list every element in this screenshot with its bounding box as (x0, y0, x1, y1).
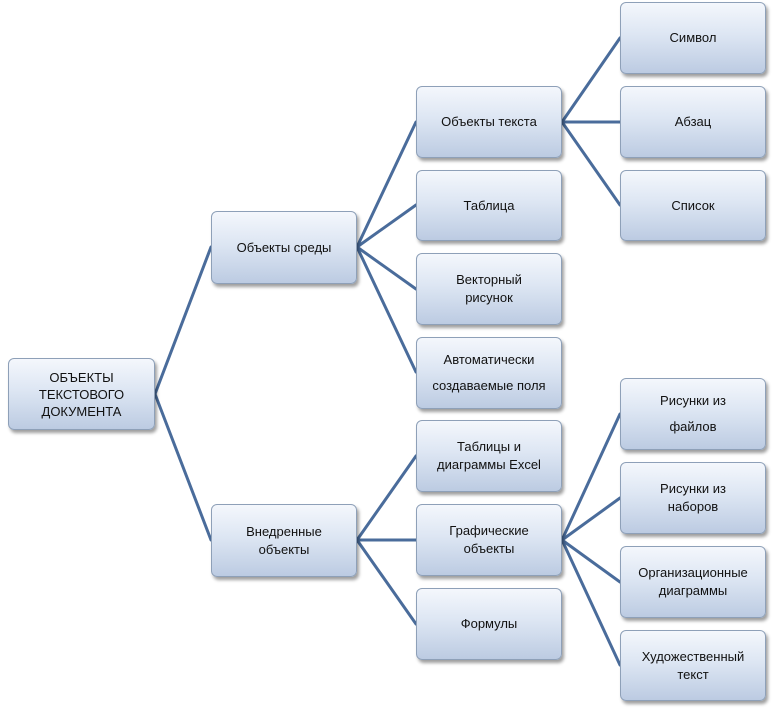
node-org-charts-label: Организационные диаграммы (638, 565, 748, 598)
connector-graf-hud (560, 538, 622, 667)
connector-sreda-tablica (355, 203, 418, 249)
connector-sreda-vektor (355, 245, 418, 291)
node-vector-drawing: Векторный рисунок (416, 253, 562, 325)
node-root-label: ОБЪЕКТЫ ТЕКСТОВОГО ДОКУМЕНТА (38, 369, 125, 419)
connector-sreda-avto (355, 245, 418, 374)
node-excel-tables-charts: Таблицы и диаграммы Excel (416, 420, 562, 492)
node-root-text-document-objects: ОБЪЕКТЫ ТЕКСТОВОГО ДОКУМЕНТА (8, 358, 155, 430)
connector-sreda-teksta (355, 120, 418, 249)
connector-graf-org (560, 538, 622, 584)
node-formulas-label: Формулы (460, 616, 518, 631)
node-symbol: Символ (620, 2, 766, 74)
node-environment-objects-label: Объекты среды (236, 239, 332, 255)
connector-vnedr-excel (355, 454, 418, 542)
node-table: Таблица (416, 170, 562, 241)
node-artistic-text: Художественный текст (620, 630, 766, 701)
connector-vnedr-formuly (355, 538, 418, 626)
node-embedded-objects: Внедренные объекты (211, 504, 357, 577)
node-auto-fields: Автоматически создаваемые поля (416, 337, 562, 409)
node-excel-tables-charts-label: Таблицы и диаграммы Excel (437, 439, 541, 472)
node-environment-objects: Объекты среды (211, 211, 357, 284)
node-list-label: Список (671, 197, 715, 213)
connector-root-vnedr (153, 392, 213, 542)
connector-graf-risnab (560, 496, 622, 542)
connector-teksta-simvol (560, 36, 622, 124)
node-pictures-from-sets-label: Рисунки из наборов (660, 481, 726, 514)
node-embedded-objects-label: Внедренные объекты (246, 523, 322, 557)
node-text-objects: Объекты текста (416, 86, 562, 158)
node-pictures-from-files-label: Рисунки из файлов (660, 393, 726, 434)
node-paragraph-label: Абзац (674, 114, 712, 129)
node-artistic-text-label: Художественный текст (641, 648, 745, 682)
node-symbol-label: Символ (669, 30, 717, 45)
connector-teksta-spisok (560, 120, 622, 207)
connector-graf-risfail (560, 412, 622, 542)
node-pictures-from-files: Рисунки из файлов (620, 378, 766, 450)
node-list: Список (620, 170, 766, 241)
node-graphic-objects-label: Графические объекты (449, 523, 529, 556)
node-vector-drawing-label: Векторный рисунок (456, 272, 522, 305)
node-org-charts: Организационные диаграммы (620, 546, 766, 618)
node-auto-fields-label: Автоматически создаваемые поля (432, 352, 546, 393)
node-graphic-objects: Графические объекты (416, 504, 562, 576)
node-formulas: Формулы (416, 588, 562, 660)
node-text-objects-label: Объекты текста (441, 114, 537, 129)
node-pictures-from-sets: Рисунки из наборов (620, 462, 766, 534)
node-table-label: Таблица (463, 197, 515, 213)
node-paragraph: Абзац (620, 86, 766, 158)
connector-root-sreda (153, 245, 213, 396)
